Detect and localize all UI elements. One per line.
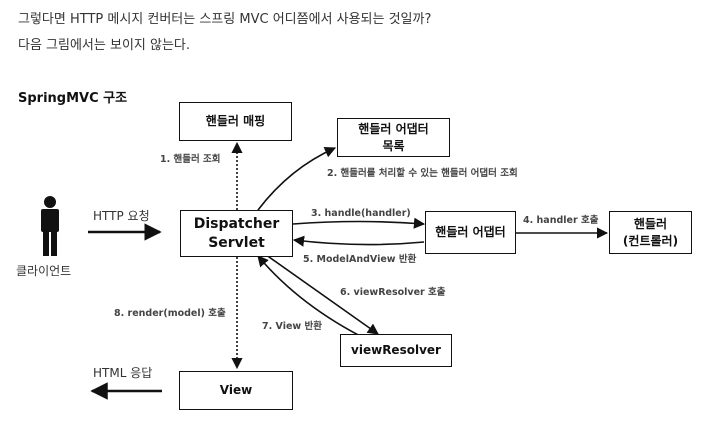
step6-arrow (261, 251, 379, 335)
handler-controller-box: 핸들러 (컨트롤러) (609, 211, 692, 254)
intro-line-1: 그렇다면 HTTP 메시지 컨버터는 스프링 MVC 어디쯤에서 사용되는 것일… (18, 12, 432, 27)
step3-label: 3. handle(handler) (311, 208, 411, 219)
handler-adapter-box: 핸들러 어댑터 (425, 211, 516, 254)
intro-line-2: 다음 그림에서는 보이지 않는다. (18, 38, 191, 53)
section-title: SpringMVC 구조 (18, 91, 128, 106)
step7-arrow (257, 255, 369, 341)
dispatcher-servlet-box: Dispatcher Servlet (180, 210, 293, 257)
handler-adapter-list-box: 핸들러 어댑터 목록 (337, 118, 450, 157)
step5-label: 5. ModelAndView 반환 (303, 254, 417, 265)
step1-label: 1. 핸들러 조회 (160, 154, 221, 165)
html-response-label: HTML 응답 (93, 366, 153, 380)
step5-arrow (292, 235, 425, 247)
step4-label: 4. handler 호출 (523, 215, 599, 226)
step6-label: 6. viewResolver 호출 (340, 287, 446, 298)
view-box: View (179, 371, 293, 410)
step7-label: 7. View 반환 (262, 321, 322, 332)
step2-label: 2. 핸들러를 처리할 수 있는 핸들러 어댑터 조회 (327, 168, 518, 179)
step2-arrow (257, 146, 337, 211)
person-icon (41, 196, 59, 256)
step8-label: 8. render(model) 호출 (114, 308, 226, 319)
step3-arrow (292, 217, 426, 229)
client-label: 클라이언트 (16, 264, 72, 278)
view-resolver-box: viewResolver (340, 334, 452, 367)
http-request-label: HTTP 요청 (93, 209, 150, 223)
handler-mapping-box: 핸들러 매핑 (179, 102, 292, 141)
